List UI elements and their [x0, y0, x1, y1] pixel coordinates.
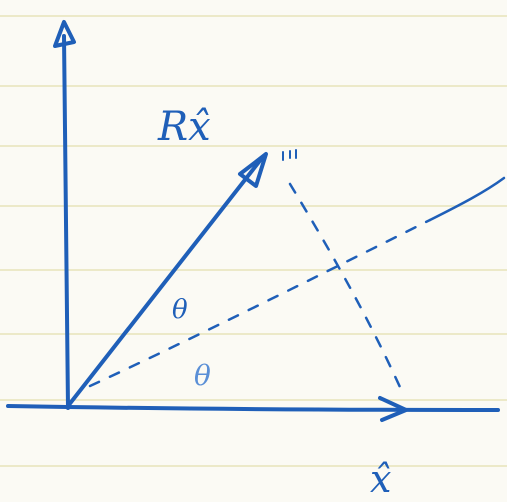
vertical-axis — [62, 34, 70, 410]
dashed-bisector-line — [88, 218, 432, 388]
rotated-vector — [66, 156, 264, 408]
horizontal-axis-arrowhead — [378, 396, 408, 422]
angle-label-lower: θ — [194, 359, 211, 392]
dashed-arc — [288, 182, 406, 398]
rotated-vector-label: Rx̂ — [157, 104, 211, 150]
horizontal-axis — [6, 404, 500, 412]
curved-extension-line — [428, 176, 506, 222]
vertical-axis-arrowhead — [53, 20, 76, 48]
angle-label-upper: θ — [172, 295, 188, 325]
x-axis-label: x̂ — [370, 457, 391, 501]
rotated-vector-arrowhead — [238, 152, 268, 188]
ruled-lines — [0, 15, 507, 467]
